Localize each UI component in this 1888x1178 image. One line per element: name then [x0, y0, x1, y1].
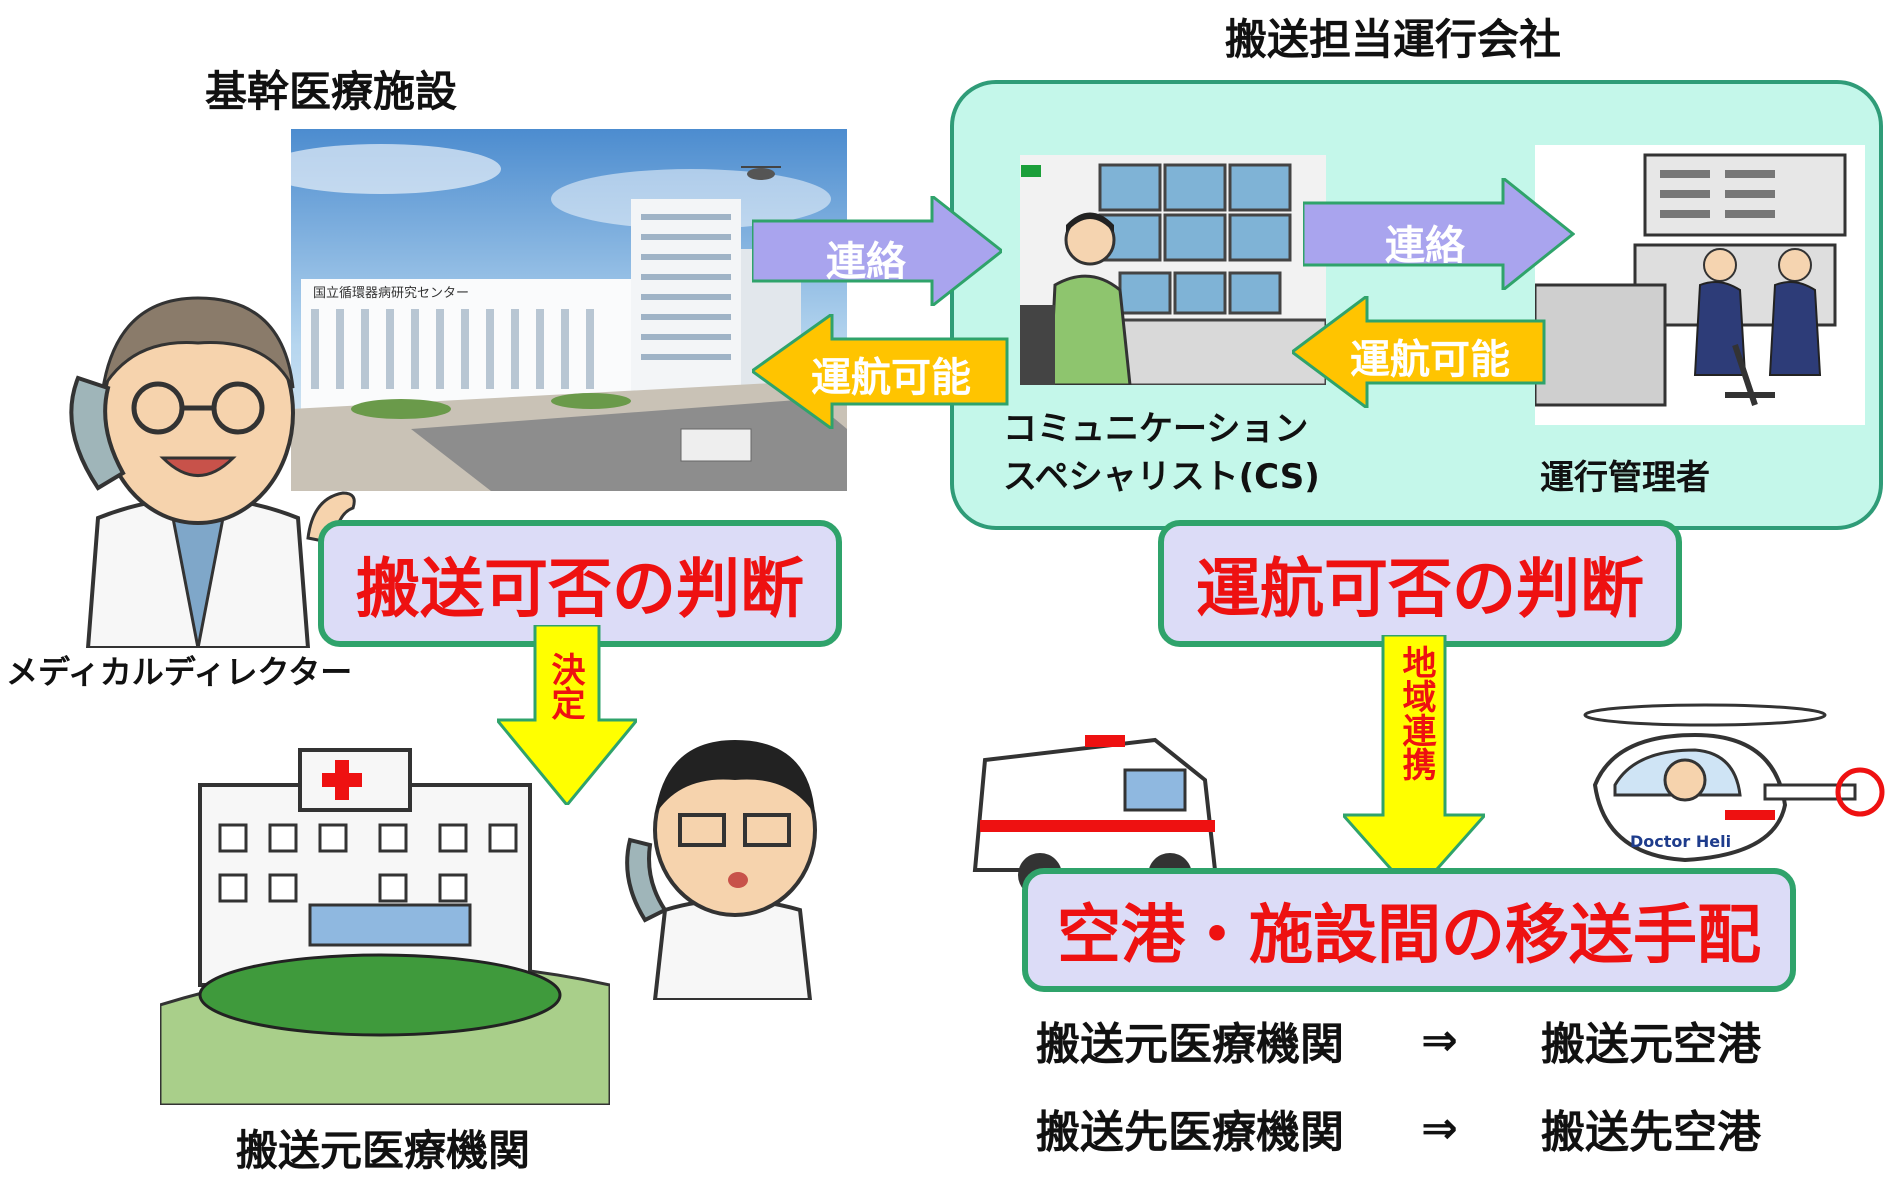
doctor-heli-illustration: Doctor Heli — [1583, 703, 1885, 872]
decision-label: 決定 — [545, 652, 585, 720]
contact-arrow-right — [1303, 178, 1575, 290]
operator-heading: 搬送担当運行会社 — [1225, 15, 1562, 64]
possible-arrow-right — [1292, 296, 1546, 408]
route-from: 搬送先医療機関 — [1036, 1107, 1344, 1158]
manager-caption: 運行管理者 — [1540, 458, 1710, 498]
possible-label-right: 運航可能 — [1350, 337, 1510, 383]
possible-arrow-left — [752, 314, 1009, 429]
medical-director-caption: メディカルディレクター — [6, 653, 353, 691]
cs-photo — [1020, 155, 1326, 385]
origin-hospital-illustration — [160, 748, 610, 1105]
hospital-heading: 基幹医療施設 — [205, 67, 458, 116]
origin-hospital-caption: 搬送元医療機関 — [236, 1126, 531, 1175]
route-arrow: ⇒ — [1421, 1014, 1458, 1066]
route-arrow: ⇒ — [1421, 1102, 1458, 1154]
contact-label-left: 連絡 — [826, 239, 906, 285]
heli-text: Doctor Heli — [1630, 832, 1731, 851]
manager-photo — [1535, 145, 1865, 425]
route-to: 搬送元空港 — [1541, 1019, 1761, 1070]
contact-arrow-left — [752, 196, 1002, 306]
flight-judgement-box: 運航可否の判断 — [1158, 520, 1682, 647]
medical-director-illustration — [69, 296, 311, 648]
contact-label-right: 連絡 — [1385, 223, 1465, 269]
route-list: 搬送元医療機関 ⇒ 搬送元空港 搬送先医療機関 ⇒ 搬送先空港 — [1036, 1010, 1796, 1159]
regional-arrow — [1343, 635, 1485, 895]
decision-arrow — [497, 625, 637, 805]
route-to: 搬送先空港 — [1541, 1107, 1761, 1158]
route-from: 搬送元医療機関 — [1036, 1019, 1344, 1070]
possible-label-left: 運航可能 — [811, 355, 971, 401]
cs-caption: コミュニケーション スペシャリスト(CS) — [1003, 409, 1320, 497]
transfer-arrangement-box: 空港・施設間の移送手配 — [1022, 868, 1796, 992]
route-row: 搬送先医療機関 ⇒ 搬送先空港 — [1036, 1098, 1796, 1159]
hospital-sign: 国立循環器病研究センター — [313, 286, 469, 301]
route-row: 搬送元医療機関 ⇒ 搬送元空港 — [1036, 1010, 1796, 1071]
regional-label: 地域連携 — [1396, 645, 1436, 781]
origin-doctor-illustration — [625, 740, 817, 1000]
hospital-photo: 国立循環器病研究センター — [291, 129, 847, 491]
